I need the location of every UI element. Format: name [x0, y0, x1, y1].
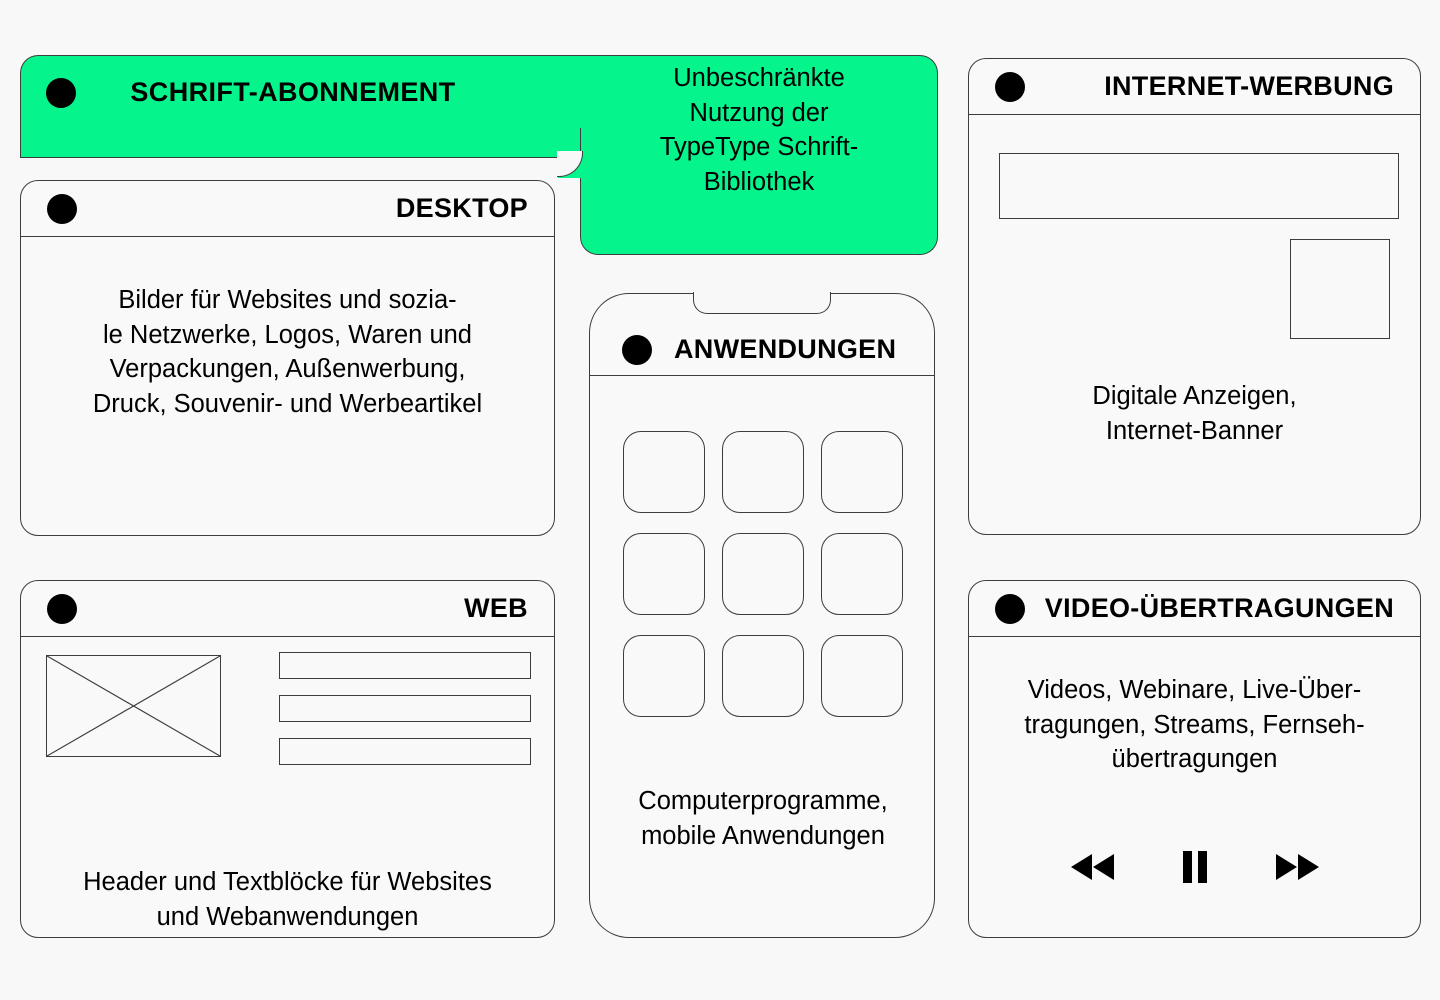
- hero-top-bar: [20, 55, 938, 130]
- fast-forward-icon[interactable]: [1273, 849, 1321, 885]
- internet-advertising-card: INTERNET-WERBUNG Digitale Anzeigen, Inte…: [968, 58, 1421, 535]
- video-card-header: VIDEO-ÜBERTRAGUNGEN: [969, 581, 1420, 637]
- applications-description: Computerprogramme, mobile Anwendungen: [638, 787, 888, 850]
- desktop-card-header: DESKTOP: [21, 181, 554, 237]
- bullet-dot-icon: [995, 71, 1025, 102]
- app-5[interactable]: [722, 533, 804, 615]
- hero-description: Unbeschränkte Nutzung der TypeType Schri…: [659, 64, 859, 197]
- pause-icon[interactable]: [1171, 849, 1219, 885]
- bullet-dot-icon: [47, 193, 77, 224]
- video-broadcast-card: VIDEO-ÜBERTRAGUNGEN Videos, Webinare, Li…: [968, 580, 1421, 938]
- hero-left-shoulder: [20, 128, 582, 158]
- text-bar-1: [279, 652, 531, 679]
- rewind-icon[interactable]: [1069, 849, 1117, 885]
- app-9[interactable]: [821, 635, 903, 717]
- text-bar-3: [279, 738, 531, 765]
- bullet-dot-icon: [995, 593, 1025, 624]
- image-placeholder-icon: [46, 655, 221, 757]
- desktop-card-body: Bilder für Websites und sozia- le Netzwe…: [21, 237, 554, 422]
- app-8[interactable]: [722, 635, 804, 717]
- bullet-dot-icon: [47, 593, 77, 624]
- ads-description: Digitale Anzeigen, Internet-Banner: [1092, 382, 1297, 445]
- web-card-header: WEB: [21, 581, 554, 637]
- ads-card-title: INTERNET-WERBUNG: [1104, 71, 1394, 101]
- app-7[interactable]: [623, 635, 705, 717]
- ads-wireframe: [969, 115, 1420, 375]
- video-card-body: Videos, Webinare, Live-Über- tragungen, …: [969, 637, 1420, 883]
- text-bar-2: [279, 695, 531, 722]
- phone-notch-mask: [695, 289, 829, 295]
- web-wireframe: [21, 637, 554, 765]
- square-ad-placeholder: [1290, 239, 1390, 339]
- hero-header: SCHRIFT-ABONNEMENT: [20, 55, 580, 130]
- bullet-dot-icon: [46, 77, 76, 108]
- ads-card-header: INTERNET-WERBUNG: [969, 59, 1420, 115]
- applications-phone-card: ANWENDUNGEN Computerprogramme, mobile An…: [589, 289, 935, 938]
- video-transport-controls: [969, 849, 1420, 885]
- web-card: WEB Header und Textblöcke für Websites u…: [20, 580, 555, 938]
- app-1[interactable]: [623, 431, 705, 513]
- subscription-hero-panel: SCHRIFT-ABONNEMENT Unbeschränkte Nutzung…: [20, 55, 938, 255]
- hero-right-block: [580, 128, 938, 255]
- video-card-title: VIDEO-ÜBERTRAGUNGEN: [1044, 593, 1394, 623]
- desktop-description: Bilder für Websites und sozia- le Netzwe…: [92, 286, 483, 419]
- phone-shell: ANWENDUNGEN Computerprogramme, mobile An…: [589, 293, 935, 938]
- app-icon-grid: [623, 431, 903, 717]
- app-4[interactable]: [623, 533, 705, 615]
- applications-card-title: ANWENDUNGEN: [674, 334, 897, 364]
- app-2[interactable]: [722, 431, 804, 513]
- banner-placeholder: [999, 153, 1399, 219]
- desktop-card: DESKTOP Bilder für Websites und sozia- l…: [20, 180, 555, 536]
- app-3[interactable]: [821, 431, 903, 513]
- hero-inner-corner-notch: [556, 150, 584, 178]
- bullet-dot-icon: [622, 335, 652, 365]
- web-card-title: WEB: [464, 593, 528, 623]
- app-6[interactable]: [821, 533, 903, 615]
- hero-left-shoulder-edge: [21, 128, 582, 158]
- applications-card-header: ANWENDUNGEN: [590, 294, 934, 376]
- phone-notch: [693, 291, 831, 314]
- web-text-bars: [279, 652, 531, 781]
- web-description: Header und Textblöcke für Websites und W…: [83, 868, 492, 931]
- video-description: Videos, Webinare, Live-Über- tragungen, …: [1024, 676, 1365, 774]
- desktop-card-title: DESKTOP: [395, 193, 528, 223]
- hero-title: SCHRIFT-ABONNEMENT: [130, 77, 456, 107]
